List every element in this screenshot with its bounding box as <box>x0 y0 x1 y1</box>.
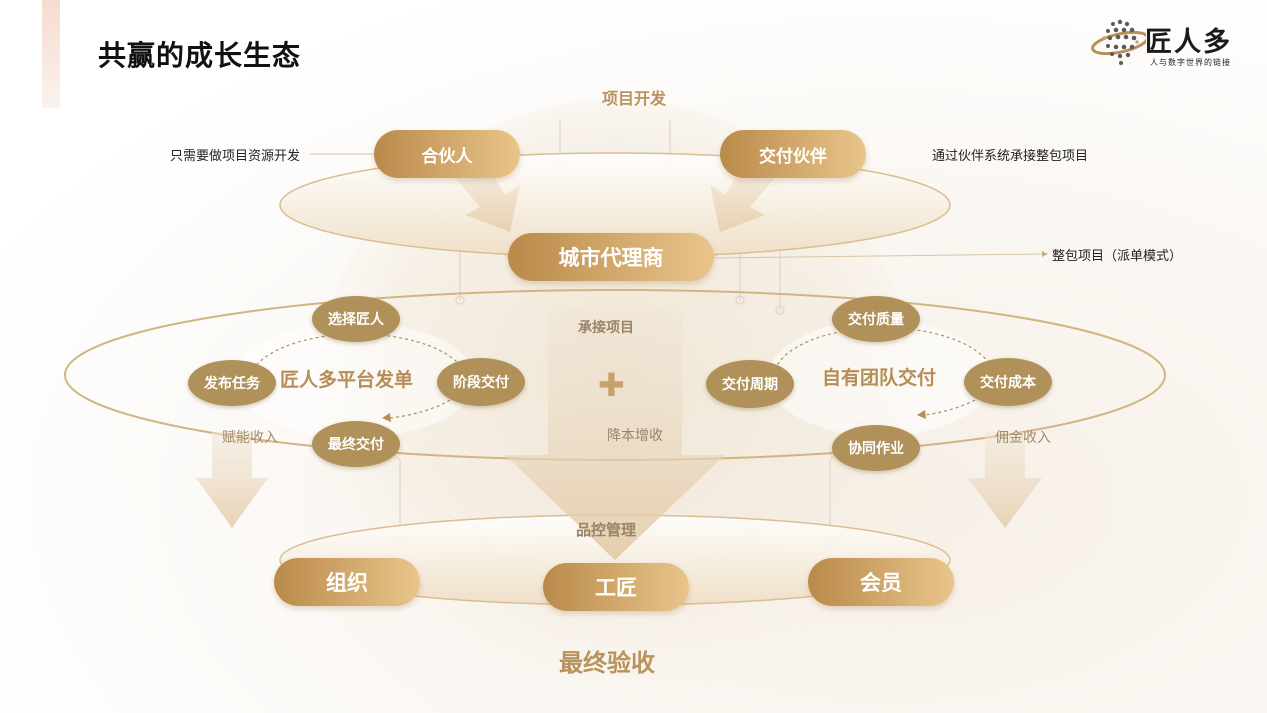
collaboration-node: 协同作业 <box>832 425 920 471</box>
center-down-arrow <box>505 310 725 560</box>
logo: 匠人多 人与数字世界的链接 <box>1090 14 1250 74</box>
final-delivery-node: 最终交付 <box>312 421 400 467</box>
craftsman-pill: 工匠 <box>543 563 689 611</box>
accept-projects-label: 承接项目 <box>578 320 634 336</box>
cost-reduction-label: 降本增收 <box>607 428 663 444</box>
left-side-arrow <box>196 432 268 528</box>
partner-pill: 合伙人 <box>374 130 520 178</box>
partner-note: 只需要做项目资源开发 <box>170 149 301 164</box>
commission-income-label: 佣金收入 <box>995 430 1051 446</box>
right-cycle-bg <box>768 320 992 436</box>
project-development-label: 项目开发 <box>602 89 667 108</box>
accent-bar <box>42 0 60 108</box>
member-pill: 会员 <box>808 558 954 606</box>
right-cycle-title: 自有团队交付 <box>822 367 937 389</box>
delivery-partner-pill: 交付伙伴 <box>720 130 866 178</box>
city-agent-pill: 城市代理商 <box>508 233 714 281</box>
agent-note: 整包项目（派单模式） <box>1052 249 1183 264</box>
quality-control-label: 品控管理 <box>576 521 637 539</box>
right-side-arrow <box>968 432 1042 528</box>
delivery-cycle-node: 交付周期 <box>706 360 794 408</box>
stage-delivery-node: 阶段交付 <box>437 358 525 406</box>
left-cycle-title: 匠人多平台发单 <box>280 369 414 391</box>
delivery-partner-note: 通过伙伴系统承接整包项目 <box>932 149 1089 164</box>
final-acceptance-label: 最终验收 <box>559 649 655 677</box>
plus-icon: ✚ <box>598 366 625 404</box>
logo-slogan: 人与数字世界的链接 <box>1150 58 1231 67</box>
logo-name: 匠人多 <box>1145 27 1232 58</box>
select-craftsman-node: 选择匠人 <box>312 296 400 342</box>
publish-task-node: 发布任务 <box>188 360 276 406</box>
page-title: 共赢的成长生态 <box>98 39 302 72</box>
delivery-quality-node: 交付质量 <box>832 296 920 342</box>
empower-income-label: 赋能收入 <box>222 430 278 446</box>
delivery-cost-node: 交付成本 <box>964 358 1052 406</box>
left-cycle-bg <box>235 322 475 438</box>
organization-pill: 组织 <box>274 558 420 606</box>
